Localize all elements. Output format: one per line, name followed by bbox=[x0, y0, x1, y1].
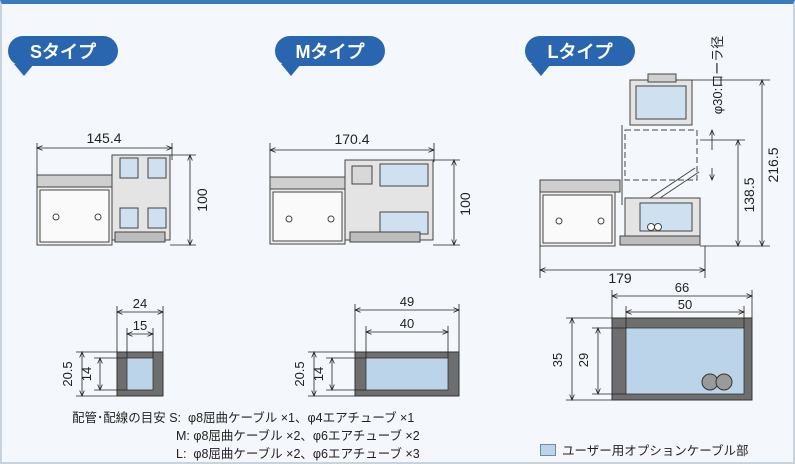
m-type-device bbox=[269, 159, 434, 245]
legend: ユーザー用オプションケーブル部 bbox=[540, 440, 749, 459]
l-type-badge: Lタイプ bbox=[525, 36, 635, 76]
l-cross-section-dims bbox=[566, 290, 752, 400]
s-inner-height-label: 14 bbox=[79, 367, 94, 381]
s-outer-height-label: 20.5 bbox=[60, 361, 75, 386]
m-cross-section bbox=[354, 351, 460, 397]
s-type-device bbox=[36, 154, 171, 246]
l-inner-width-label: 50 bbox=[678, 297, 692, 312]
s-cross-section-dims bbox=[76, 306, 163, 396]
l-cross-section bbox=[611, 317, 753, 401]
routing-note-line-2: M: φ8屈曲ケーブル ×2、φ6エアチューブ ×2 bbox=[176, 429, 420, 443]
l-width-label: 179 bbox=[608, 270, 632, 286]
legend-swatch bbox=[540, 443, 556, 456]
m-inner-height-label: 14 bbox=[311, 367, 326, 381]
s-outer-width-label: 24 bbox=[133, 296, 147, 311]
m-type-dimension-lines bbox=[270, 143, 460, 245]
s-inner-width-label: 15 bbox=[133, 318, 147, 333]
l-outer-width-label: 66 bbox=[675, 280, 689, 295]
m-cross-section-dims bbox=[308, 304, 459, 396]
s-type-dimension-lines bbox=[37, 143, 196, 245]
l-height-mid-label: 138.5 bbox=[741, 177, 757, 212]
l-roller-label: φ30:ローラ径 bbox=[710, 36, 725, 115]
s-width-label: 145.4 bbox=[86, 130, 121, 146]
l-outer-height-label: 35 bbox=[550, 353, 565, 367]
m-outer-height-label: 20.5 bbox=[292, 361, 307, 386]
m-inner-width-label: 40 bbox=[400, 316, 414, 331]
l-type-device bbox=[539, 73, 701, 247]
l-inner-height-label: 29 bbox=[576, 353, 591, 367]
m-outer-width-label: 49 bbox=[400, 294, 414, 309]
m-height-label: 100 bbox=[457, 192, 473, 216]
routing-note-line-1: 配管･配線の目安 S: φ8屈曲ケーブル ×1、φ4エアチューブ ×1 bbox=[72, 411, 415, 425]
routing-note-line-3: L: φ8屈曲ケーブル ×2、φ6エアチューブ ×3 bbox=[176, 447, 420, 461]
s-type-label: Sタイプ bbox=[29, 42, 96, 62]
m-type-badge: Mタイプ bbox=[275, 36, 385, 76]
l-height-total-label: 216.5 bbox=[765, 147, 781, 182]
m-type-label: Mタイプ bbox=[295, 42, 365, 62]
s-height-label: 100 bbox=[194, 188, 210, 212]
s-cross-section bbox=[116, 351, 164, 397]
l-type-dimension-lines bbox=[540, 80, 770, 278]
m-width-label: 170.4 bbox=[334, 131, 369, 147]
l-type-label: Lタイプ bbox=[547, 42, 613, 62]
legend-label: ユーザー用オプションケーブル部 bbox=[562, 444, 749, 458]
s-type-badge: Sタイプ bbox=[8, 36, 118, 76]
